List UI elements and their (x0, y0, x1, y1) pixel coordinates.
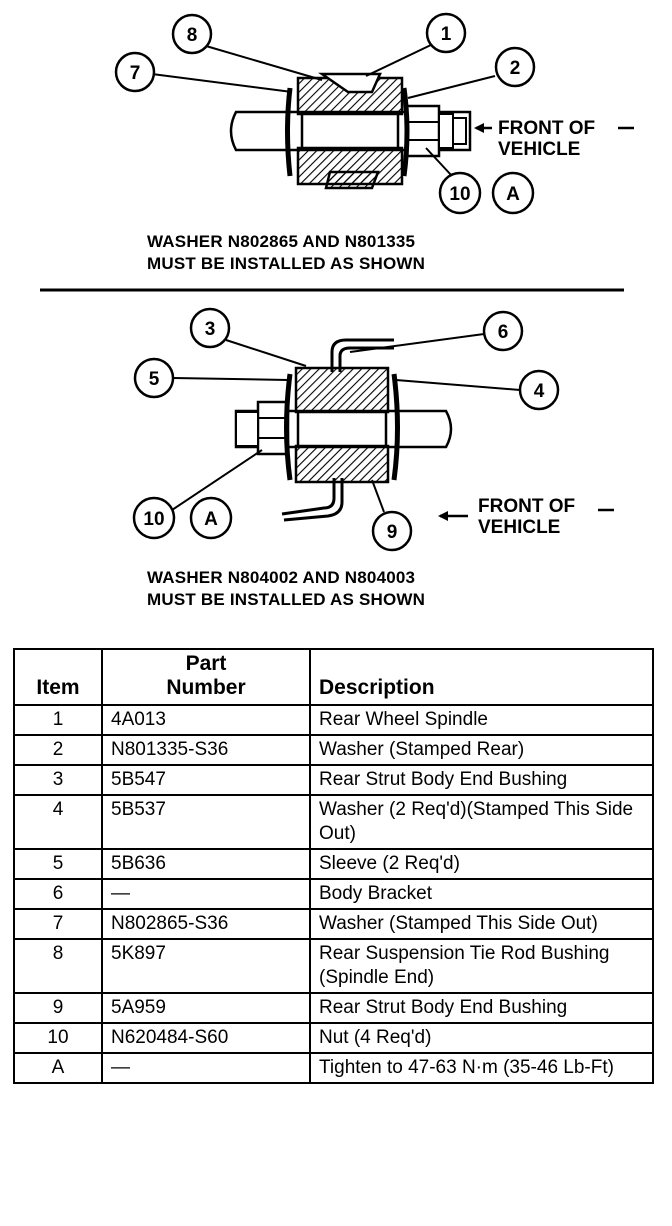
table-row: 6—Body Bracket (13, 878, 654, 910)
description-cell: Body Bracket (309, 878, 654, 910)
svg-text:FRONT OF: FRONT OF (478, 496, 575, 517)
item-cell: 6 (13, 878, 103, 910)
top-installation-note: WASHER N802865 AND N801335 MUST BE INSTA… (147, 231, 425, 275)
svg-text:8: 8 (187, 25, 198, 46)
svg-text:2: 2 (510, 58, 521, 79)
item-cell: 9 (13, 992, 103, 1024)
callout-4: 4 (518, 369, 560, 411)
item-cell: A (13, 1052, 103, 1084)
description-cell: Washer (Stamped This Side Out) (309, 908, 654, 940)
description-cell: Rear Strut Body End Bushing (309, 992, 654, 1024)
bottom-note-line-2: MUST BE INSTALLED AS SHOWN (147, 590, 426, 609)
description-cell: Rear Strut Body End Bushing (309, 764, 654, 796)
svg-text:10: 10 (449, 184, 470, 205)
description-cell: Rear Suspension Tie Rod Bushing (Spindle… (309, 938, 654, 994)
part-number-cell: N620484-S60 (101, 1022, 311, 1054)
callout-9: 9 (371, 510, 413, 552)
svg-text:A: A (204, 509, 218, 530)
bottom-bushing-assembly (234, 338, 453, 522)
svg-text:FRONT OF: FRONT OF (498, 118, 595, 139)
top-front-of-vehicle-label: FRONT OF VEHICLE (474, 118, 634, 160)
part-number-cell: 5B547 (101, 764, 311, 796)
svg-text:9: 9 (387, 522, 398, 543)
header-item: Item (13, 648, 103, 706)
svg-text:4: 4 (534, 381, 545, 402)
assembly-diagram: 8 1 7 2 10 A FRONT OF VEHICLE (40, 12, 634, 552)
part-number-cell: 4A013 (101, 704, 311, 736)
part-number-cell: 5B636 (101, 848, 311, 880)
item-cell: 8 (13, 938, 103, 994)
description-cell: Nut (4 Req'd) (309, 1022, 654, 1054)
svg-text:5: 5 (149, 369, 160, 390)
item-cell: 2 (13, 734, 103, 766)
callout-6: 6 (482, 310, 524, 352)
svg-text:VEHICLE: VEHICLE (498, 139, 580, 160)
svg-text:6: 6 (498, 322, 509, 343)
description-cell: Rear Wheel Spindle (309, 704, 654, 736)
bottom-leader-lines (171, 333, 521, 513)
bottom-note-line-1: WASHER N804002 AND N804003 (147, 568, 416, 587)
svg-text:7: 7 (130, 63, 141, 84)
callout-10: 10 (438, 171, 482, 215)
callout-A-bottom: A (189, 496, 233, 540)
part-number-cell: 5B537 (101, 794, 311, 850)
top-callouts: 8 1 7 2 10 A (114, 12, 536, 215)
top-note-line-1: WASHER N802865 AND N801335 (147, 232, 416, 251)
callout-5: 5 (133, 357, 175, 399)
svg-text:VEHICLE: VEHICLE (478, 517, 560, 538)
bottom-callouts: 3 6 5 4 10 A 9 (132, 307, 560, 552)
header-part-line-1: Part (185, 652, 227, 675)
svg-text:1: 1 (441, 24, 452, 45)
callout-8: 8 (171, 13, 213, 55)
top-leader-lines (151, 43, 496, 177)
svg-text:10: 10 (143, 509, 164, 530)
item-cell: 10 (13, 1022, 103, 1054)
callout-7: 7 (114, 51, 156, 93)
item-cell: 4 (13, 794, 103, 850)
header-description: Description (309, 648, 654, 706)
description-cell: Washer (Stamped Rear) (309, 734, 654, 766)
description-cell: Tighten to 47-63 N·m (35-46 Lb-Ft) (309, 1052, 654, 1084)
top-note-line-2: MUST BE INSTALLED AS SHOWN (147, 254, 426, 273)
part-number-cell: — (101, 1052, 311, 1084)
bottom-front-of-vehicle-label: FRONT OF VEHICLE (438, 496, 614, 538)
part-number-cell: N801335-S36 (101, 734, 311, 766)
item-cell: 5 (13, 848, 103, 880)
parts-table-header-row: Item Part Number Description (13, 648, 654, 706)
table-row: A—Tighten to 47-63 N·m (35-46 Lb-Ft) (13, 1052, 654, 1084)
part-number-cell: N802865-S36 (101, 908, 311, 940)
callout-A: A (491, 171, 535, 215)
part-number-cell: 5K897 (101, 938, 311, 994)
callout-10-bottom: 10 (132, 496, 176, 540)
description-cell: Washer (2 Req'd)(Stamped This Side Out) (309, 794, 654, 850)
svg-text:A: A (506, 184, 520, 205)
part-number-cell: 5A959 (101, 992, 311, 1024)
bottom-installation-note: WASHER N804002 AND N804003 MUST BE INSTA… (147, 567, 425, 611)
header-part-line-2: Number (166, 676, 246, 699)
description-cell: Sleeve (2 Req'd) (309, 848, 654, 880)
callout-2: 2 (494, 46, 536, 88)
top-bushing-assembly (229, 72, 472, 190)
callout-1: 1 (425, 12, 467, 54)
header-part-number: Part Number (101, 648, 311, 706)
item-cell: 1 (13, 704, 103, 736)
callout-3: 3 (189, 307, 231, 349)
part-number-cell: — (101, 878, 311, 910)
item-cell: 7 (13, 908, 103, 940)
item-cell: 3 (13, 764, 103, 796)
svg-text:3: 3 (205, 319, 216, 340)
